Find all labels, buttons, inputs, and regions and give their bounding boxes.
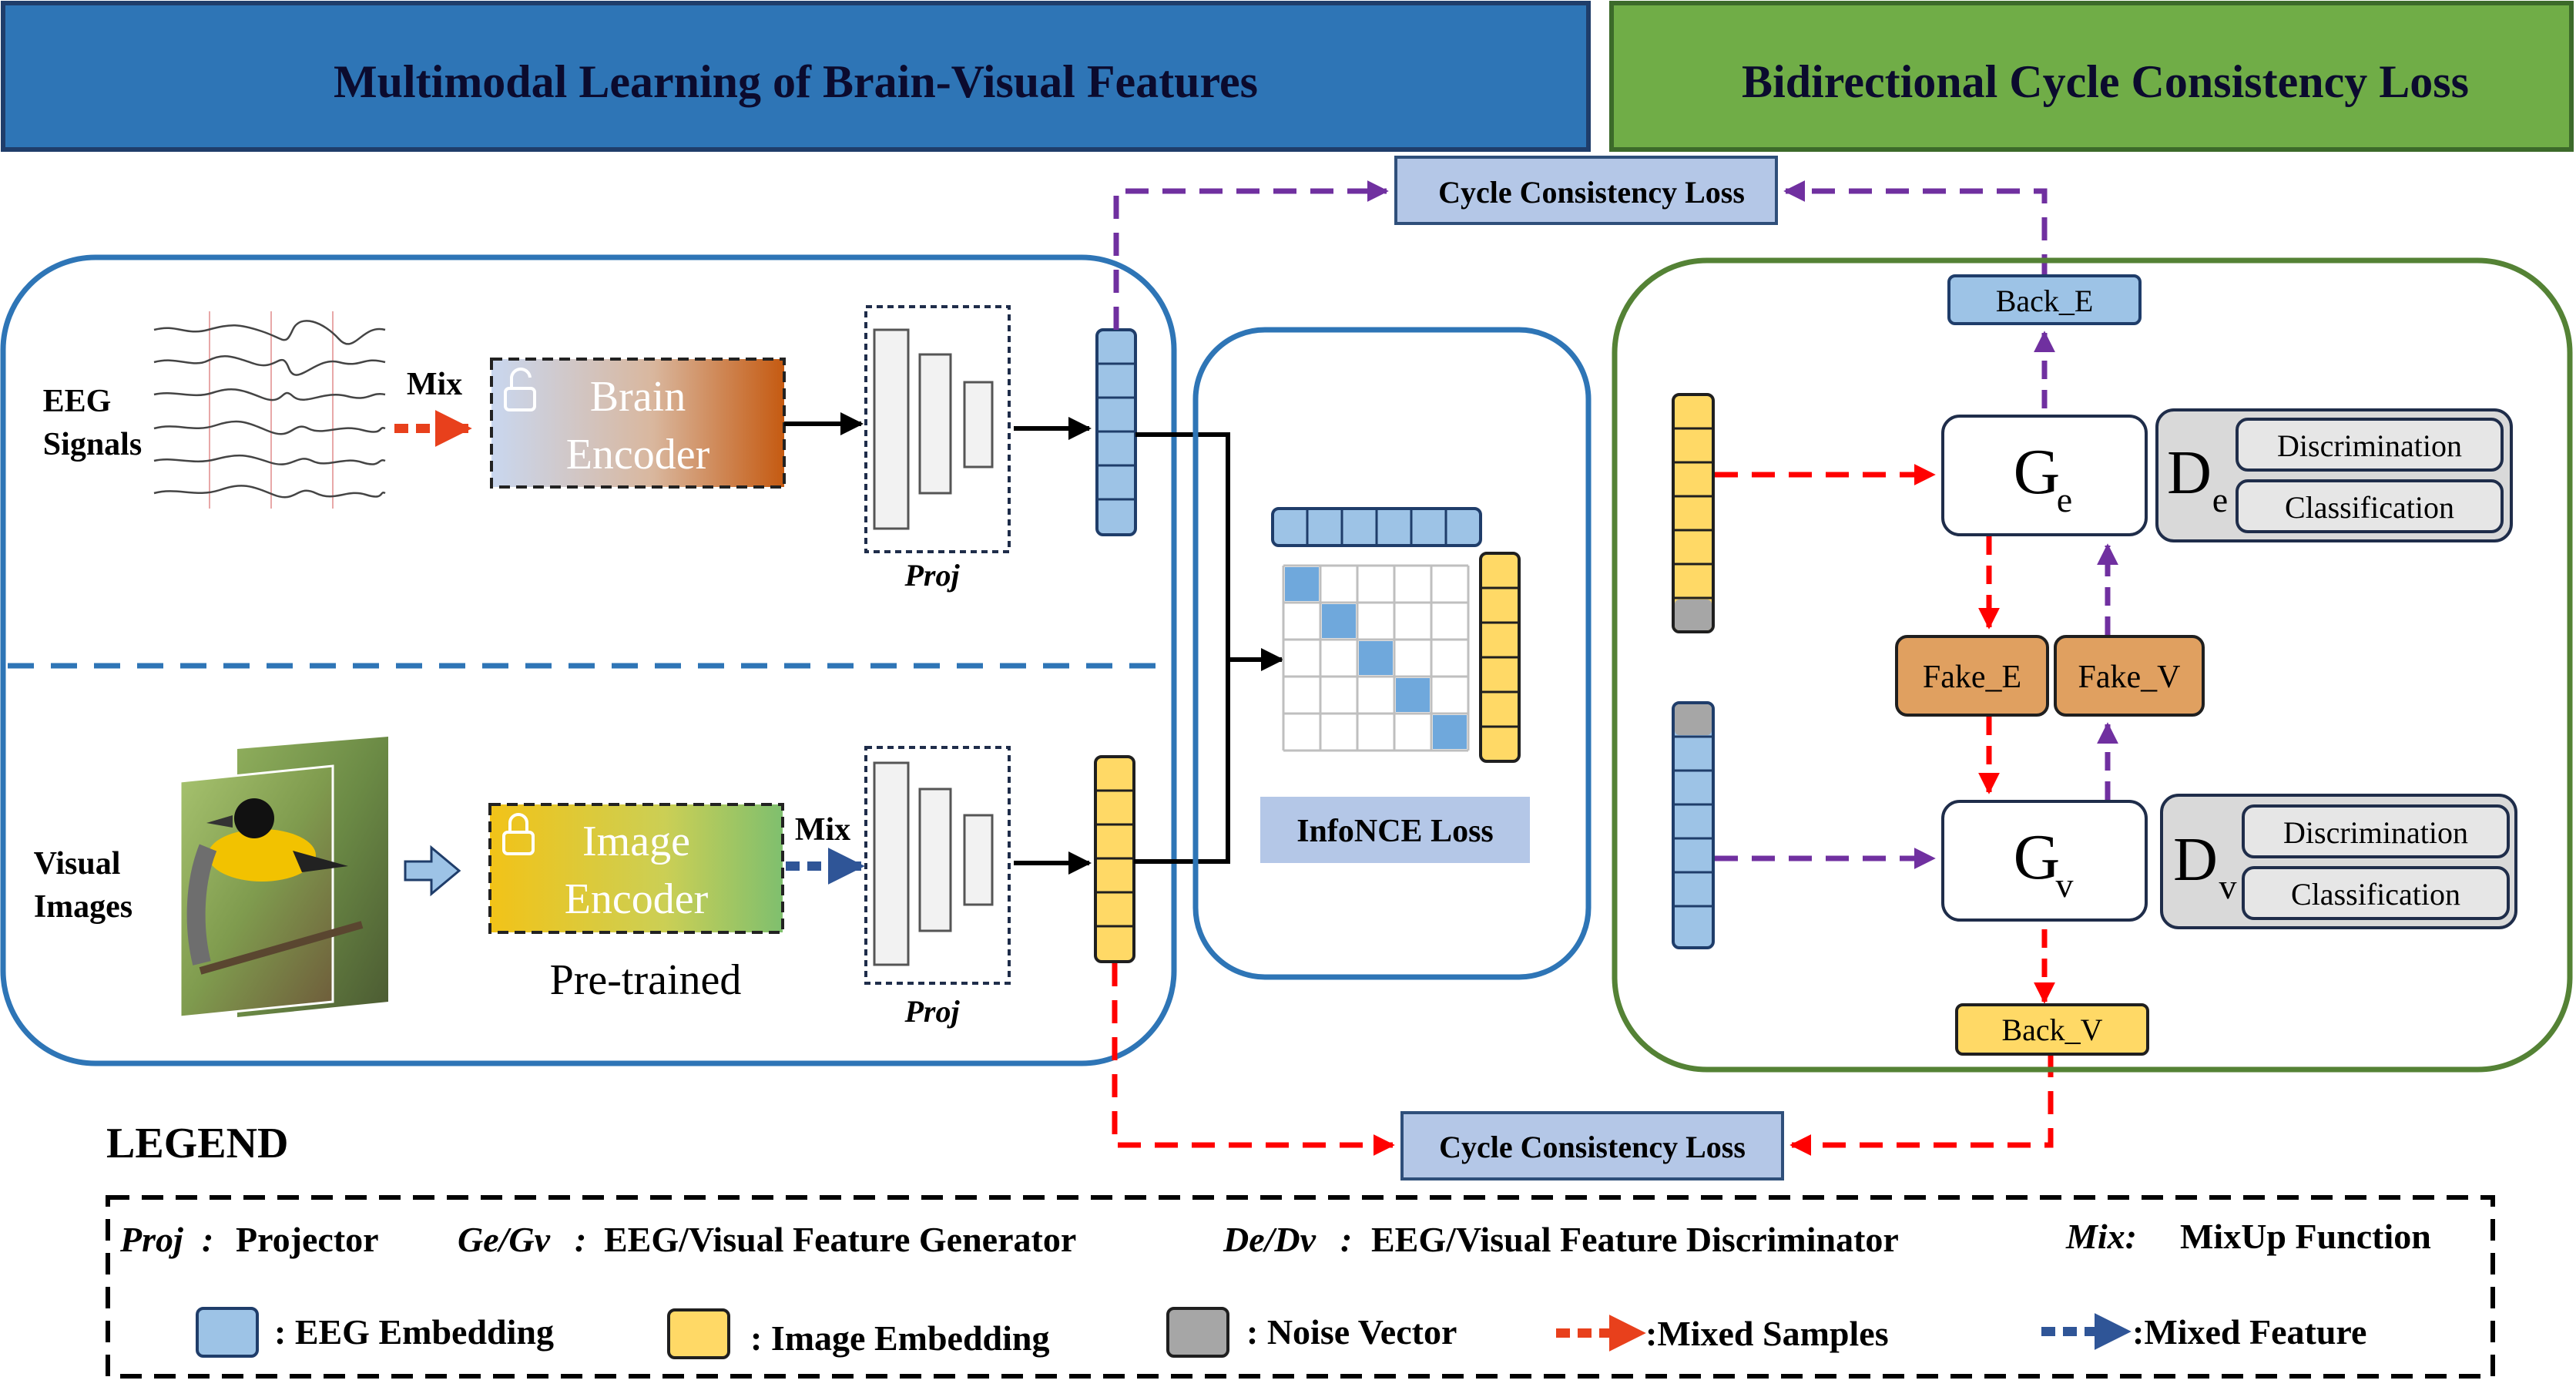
legend-proj-key: Proj <box>119 1220 183 1259</box>
lock-icon <box>502 813 535 855</box>
brain-encoder-label-line1: Brain <box>590 373 686 421</box>
fake-v-label: Fake_V <box>2078 660 2181 695</box>
dv-classification-label: Classification <box>2291 877 2460 912</box>
bird-image-icon <box>179 737 388 1019</box>
ge-main-label: G <box>2014 436 2061 508</box>
unlock-icon <box>504 368 536 411</box>
cycle-loss-bottom-label: Cycle Consistency Loss <box>1439 1130 1746 1164</box>
fake-e-box: Fake_E <box>1895 635 2049 717</box>
eeg-waveform-icon <box>153 311 386 509</box>
header-right-title: Bidirectional Cycle Consistency Loss <box>1742 56 2469 107</box>
gan-panel <box>1612 257 2573 1073</box>
legend-mixed-feature: :Mixed Feature <box>2132 1312 2366 1352</box>
legend-generator-key: Ge/Gv <box>458 1220 551 1259</box>
legend-discriminator-key: De/Dv <box>1223 1220 1317 1259</box>
legend-discriminator-value: EEG/Visual Feature Discriminator <box>1371 1220 1899 1259</box>
generator-ge: G e <box>1941 415 2148 536</box>
eeg-to-infonce-connector <box>1135 432 1284 671</box>
visual-label-line1: Visual <box>34 846 121 882</box>
legend-generator-sep: : <box>575 1220 586 1259</box>
cycle-loss-bottom: Cycle Consistency Loss <box>1400 1111 1784 1180</box>
contrastive-panel <box>1192 327 1592 980</box>
image-encoder: Image Encoder <box>488 803 784 934</box>
infonce-side-embedding <box>1479 552 1521 763</box>
dv-discrimination-label: Discrimination <box>2283 815 2468 850</box>
legend-discriminator-sep: : <box>1340 1220 1352 1259</box>
legend-mixed-samples: :Mixed Samples <box>1645 1314 1889 1353</box>
eeg-to-cycle-loss-arrow <box>1113 180 1389 330</box>
pretrained-label: Pre-trained <box>550 956 742 1004</box>
image-projector <box>864 746 1011 985</box>
generator-gv: G v <box>1941 800 2148 922</box>
back-e-label: Back_E <box>1996 284 2094 318</box>
back-v-label: Back_V <box>2001 1013 2102 1047</box>
cycle-loss-top-label: Cycle Consistency Loss <box>1438 175 1745 210</box>
header-left: Multimodal Learning of Brain-Visual Feat… <box>1 1 1591 152</box>
header-left-title: Multimodal Learning of Brain-Visual Feat… <box>334 56 1258 107</box>
image-encoder-label-line2: Encoder <box>565 875 709 923</box>
gv-sub-label: v <box>2056 865 2074 905</box>
visual-label-line2: Images <box>34 889 132 925</box>
back-v-to-cycle-loss-arrow <box>1789 1054 2054 1156</box>
fake-e-label: Fake_E <box>1923 660 2021 695</box>
image-encoder-label-line1: Image <box>582 818 690 865</box>
legend-eeg-embedding: : EEG Embedding <box>274 1312 554 1352</box>
ge-sub-label: e <box>2057 480 2072 519</box>
infonce-top-embedding <box>1271 507 1482 547</box>
discriminator-de: D e Discrimination Classification <box>2155 408 2513 542</box>
image-to-cycle-loss-arrow <box>1112 963 1395 1156</box>
image-embedding <box>1094 755 1135 963</box>
gv-main-label: G <box>2014 821 2061 893</box>
image-proj-label: Proj <box>904 994 960 1029</box>
image-to-infonce-connector <box>1134 660 1230 864</box>
legend-mix-key: Mix: <box>2065 1217 2137 1256</box>
legend-image-embedding: : Image Embedding <box>750 1318 1049 1358</box>
legend-generator-value: EEG/Visual Feature Generator <box>604 1220 1076 1259</box>
legend-proj-value: Projector <box>236 1220 379 1259</box>
legend-image-swatch <box>667 1308 730 1359</box>
brain-encoder-label-line2: Encoder <box>566 431 710 479</box>
legend-box <box>106 1195 2495 1379</box>
similarity-matrix <box>1282 564 1470 752</box>
eeg-label-line2: Signals <box>43 427 142 462</box>
eeg-embedding <box>1095 328 1137 536</box>
legend-proj-sep: : <box>202 1220 213 1259</box>
legend-eeg-swatch <box>196 1307 259 1358</box>
back-e-to-cycle-loss-arrow <box>1783 180 2048 277</box>
dv-main-label: D <box>2173 826 2218 894</box>
back-e-box: Back_E <box>1947 274 2142 325</box>
eeg-label-line1: EEG <box>43 384 112 419</box>
eeg-proj-label: Proj <box>904 558 960 593</box>
back-v-box: Back_V <box>1955 1003 2149 1056</box>
gan-eeg-embedding <box>1672 701 1715 949</box>
de-main-label: D <box>2167 439 2212 507</box>
eeg-mix-label: Mix <box>407 367 462 402</box>
infonce-loss-label: InfoNCE Loss <box>1296 814 1494 849</box>
fake-v-box: Fake_V <box>2054 635 2205 717</box>
legend-noise-vector: : Noise Vector <box>1246 1312 1457 1352</box>
legend-title: LEGEND <box>106 1120 289 1167</box>
de-sub-label: e <box>2212 480 2228 519</box>
brain-encoder: Brain Encoder <box>490 358 786 489</box>
de-classification-label: Classification <box>2285 490 2454 525</box>
de-discrimination-label: Discrimination <box>2277 428 2462 463</box>
eeg-projector <box>864 305 1011 553</box>
gan-image-embedding <box>1672 393 1715 633</box>
discriminator-dv: D v Discrimination Classification <box>2160 794 2517 929</box>
dv-sub-label: v <box>2219 867 2237 906</box>
infonce-loss-box: InfoNCE Loss <box>1260 797 1530 863</box>
encoder-panel <box>0 254 1177 1066</box>
header-right: Bidirectional Cycle Consistency Loss <box>1609 1 2574 152</box>
image-mix-label: Mix <box>795 812 850 848</box>
legend-mix-value: MixUp Function <box>2180 1217 2431 1256</box>
cycle-loss-top: Cycle Consistency Loss <box>1394 156 1778 225</box>
image-input-arrow <box>404 845 461 897</box>
legend-noise-swatch <box>1166 1307 1229 1358</box>
